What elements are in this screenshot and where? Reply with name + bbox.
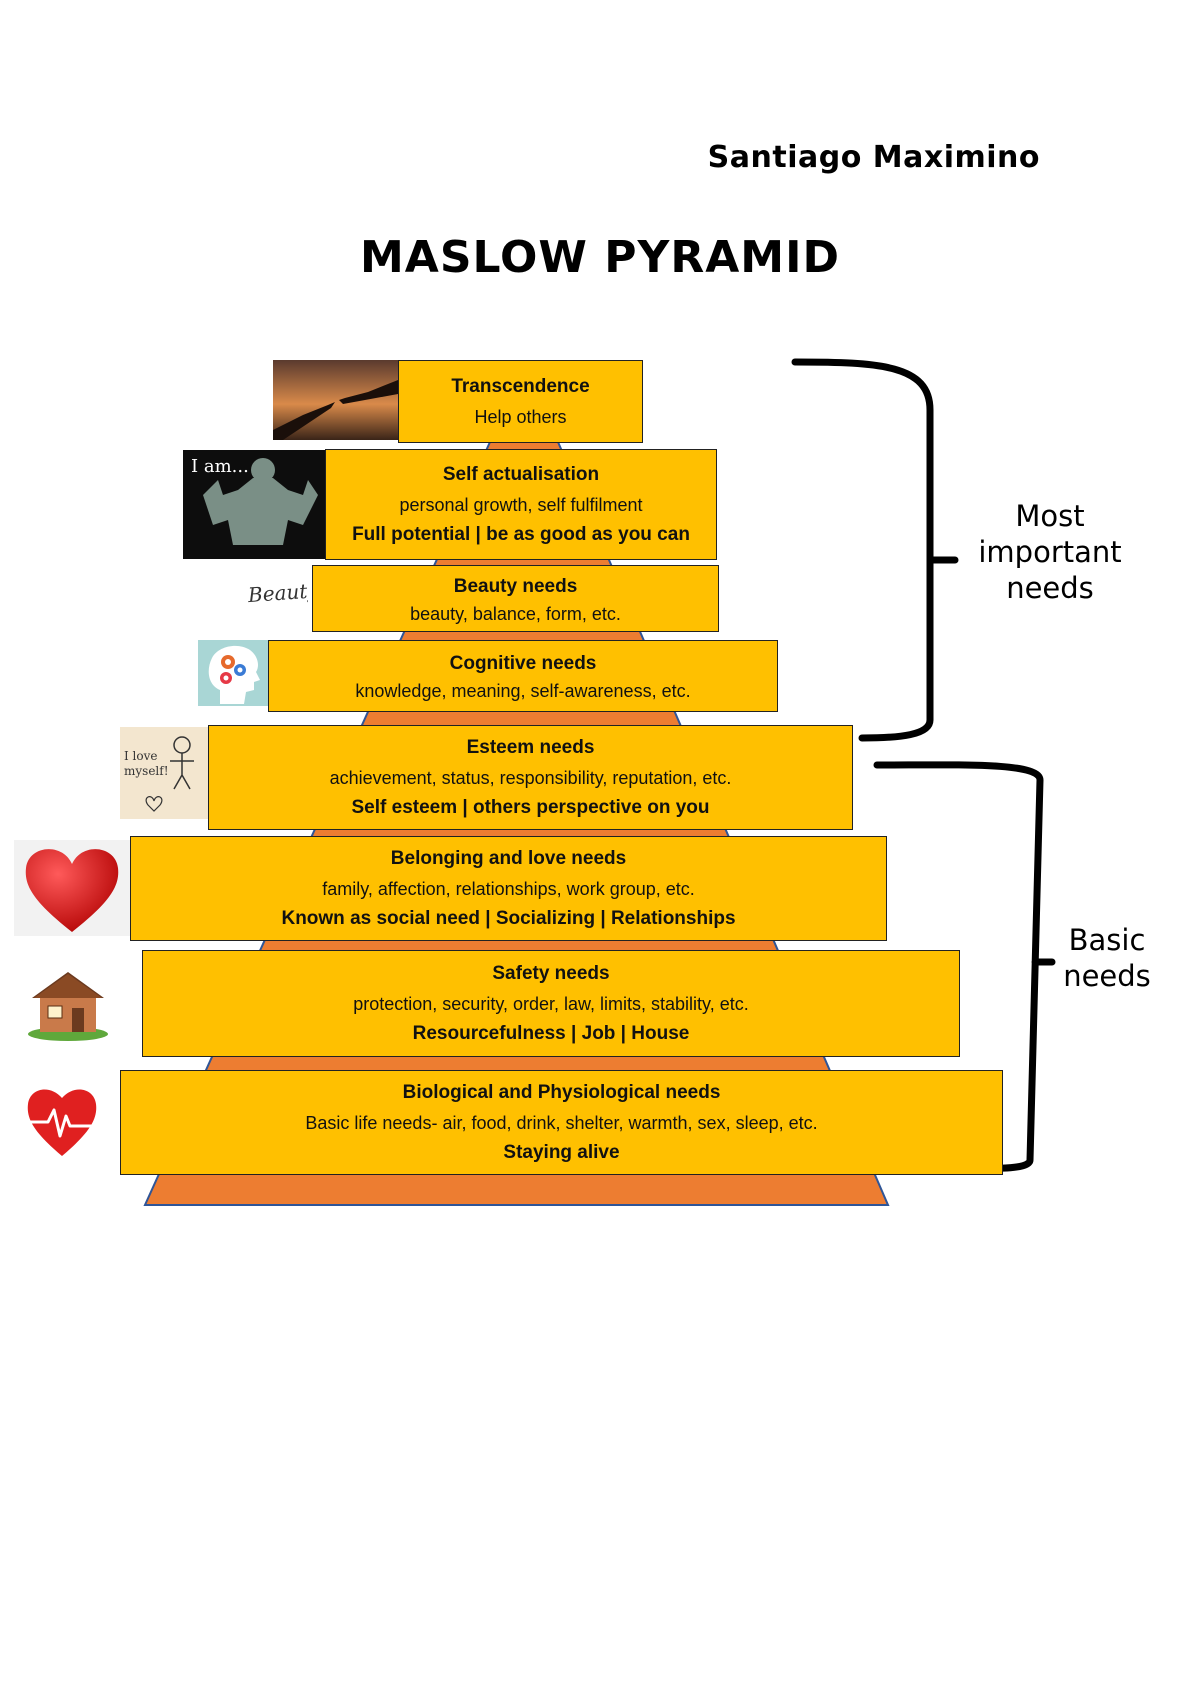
level-belonging: Belonging and love needs family, affecti…	[130, 836, 887, 941]
bracket-label-basic: Basic needs	[1063, 923, 1151, 993]
level-description: Basic life needs- air, food, drink, shel…	[305, 1112, 818, 1133]
level-keywords: Full potential | be as good as you can	[352, 523, 690, 545]
heart-icon	[14, 840, 130, 936]
level-description: achievement, status, responsibility, rep…	[329, 767, 732, 788]
level-keywords: Staying alive	[503, 1141, 620, 1163]
level-heading: Transcendence	[451, 375, 590, 397]
level-biological: Biological and Physiological needs Basic…	[120, 1070, 1003, 1175]
bracket-upper	[791, 358, 959, 742]
level-heading: Beauty needs	[453, 575, 578, 597]
level-heading: Biological and Physiological needs	[402, 1081, 721, 1103]
beauty-script-image: Beauty	[248, 575, 308, 611]
level-keywords: Known as social need | Socializing | Rel…	[281, 907, 736, 929]
level-heading: Safety needs	[492, 962, 610, 984]
page-title: MASLOW PYRAMID	[360, 232, 840, 283]
level-heading: Belonging and love needs	[390, 847, 627, 869]
level-esteem: Esteem needs achievement, status, respon…	[208, 725, 853, 830]
helping-hands-image	[273, 360, 398, 440]
bracket-label-most-important: Most important needs	[978, 499, 1122, 605]
level-description: protection, security, order, law, limits…	[353, 993, 749, 1014]
level-safety: Safety needs protection, security, order…	[142, 950, 960, 1057]
level-description: Help others	[474, 406, 567, 427]
level-description: family, affection, relationships, work g…	[322, 878, 695, 899]
author-name: Santiago Maximino	[707, 140, 1040, 175]
level-heading: Cognitive needs	[449, 653, 597, 674]
level-heading: Self actualisation	[442, 463, 600, 485]
house-icon	[26, 962, 110, 1042]
heartbeat-icon	[24, 1080, 100, 1160]
love-note-text: I love myself!	[124, 749, 169, 778]
level-keywords: Resourcefulness | Job | House	[412, 1022, 690, 1044]
love-myself-note-image: I love myself!	[120, 727, 208, 819]
level-cognitive: Cognitive needs knowledge, meaning, self…	[268, 640, 778, 712]
level-keywords: Self esteem | others perspective on you	[351, 796, 710, 818]
level-self-actualisation: Self actualisation personal growth, self…	[325, 449, 717, 560]
level-description: beauty, balance, form, etc.	[410, 603, 621, 624]
level-transcendence: Transcendence Help others	[398, 360, 643, 443]
level-description: knowledge, meaning, self-awareness, etc.	[355, 681, 691, 701]
level-description: personal growth, self fulfilment	[399, 494, 643, 515]
brain-gears-icon	[198, 640, 268, 706]
level-heading: Esteem needs	[466, 736, 595, 758]
i-am-text: I am...	[191, 456, 249, 477]
i-am-image: I am...	[183, 450, 325, 559]
level-beauty: Beauty needs beauty, balance, form, etc.	[312, 565, 719, 632]
beauty-script-text: Beauty	[248, 578, 308, 608]
